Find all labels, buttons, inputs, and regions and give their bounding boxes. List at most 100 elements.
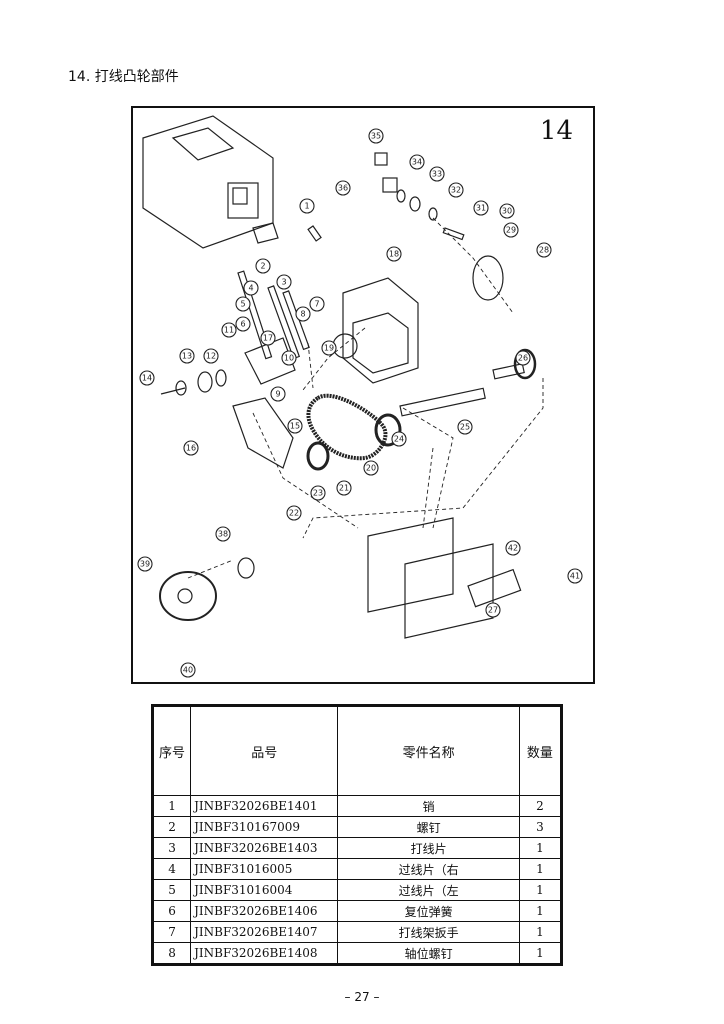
svg-text:7: 7 [314, 300, 319, 309]
header-code: 品号 [190, 705, 339, 796]
table-row: 2 JINBF310167009 螺钉 3 [151, 816, 563, 838]
table-row: 3 JINBF32026BE1403 打线片 1 [151, 837, 563, 859]
svg-text:17: 17 [263, 334, 273, 343]
callout-28: 28 [536, 242, 552, 258]
table-header-row: 序号 品号 零件名称 数量 [151, 705, 563, 796]
cell-qty: 1 [518, 942, 563, 965]
svg-text:12: 12 [206, 352, 216, 361]
cam-box [342, 277, 419, 384]
drive-shaft [399, 387, 486, 417]
cell-code: JINBF32026BE1403 [190, 837, 339, 859]
callout-17: 17 [260, 330, 276, 346]
cell-qty: 1 [518, 879, 563, 901]
callout-9: 9 [270, 386, 286, 402]
cell-name: 轴位螺钉 [337, 942, 520, 965]
svg-text:28: 28 [539, 246, 549, 255]
cell-qty: 3 [518, 816, 563, 838]
cell-code: JINBF31016004 [190, 879, 339, 901]
table-row: 8 JINBF32026BE1408 轴位螺钉 1 [151, 942, 563, 965]
svg-text:39: 39 [140, 560, 150, 569]
callout-5: 5 [235, 296, 251, 312]
svg-text:31: 31 [476, 204, 486, 213]
svg-text:23: 23 [313, 489, 323, 498]
svg-text:24: 24 [394, 435, 404, 444]
cell-seq: 3 [151, 837, 192, 859]
callout-13: 13 [179, 348, 195, 364]
table-row: 7 JINBF32026BE1407 打线架扳手 1 [151, 921, 563, 943]
callout-27: 27 [485, 602, 501, 618]
cell-code: JINBF310167009 [190, 816, 339, 838]
page-number: – 27 – [344, 990, 380, 1004]
bracket-plate-back [367, 517, 454, 613]
callout-30: 30 [499, 203, 515, 219]
callout-21: 21 [336, 480, 352, 496]
callout-40: 40 [180, 662, 196, 678]
callout-29: 29 [503, 222, 519, 238]
svg-text:35: 35 [371, 132, 381, 141]
svg-text:26: 26 [518, 354, 528, 363]
cell-name: 打线架扳手 [337, 921, 520, 943]
callout-15: 15 [287, 418, 303, 434]
svg-text:14: 14 [142, 374, 152, 383]
svg-text:32: 32 [451, 186, 461, 195]
cell-seq: 4 [151, 858, 192, 880]
svg-text:30: 30 [502, 207, 512, 216]
svg-text:36: 36 [338, 184, 348, 193]
svg-text:22: 22 [289, 509, 299, 518]
cell-code: JINBF32026BE1407 [190, 921, 339, 943]
svg-text:11: 11 [224, 326, 234, 335]
svg-text:34: 34 [412, 158, 422, 167]
svg-text:20: 20 [366, 464, 376, 473]
callout-18: 18 [386, 246, 402, 262]
small-gear [306, 441, 330, 471]
callout-8: 8 [295, 306, 311, 322]
cell-name: 过线片（左 [337, 879, 520, 901]
callout-34: 34 [409, 154, 425, 170]
callout-14: 14 [139, 370, 155, 386]
cell-seq: 8 [151, 942, 192, 965]
callout-24: 24 [391, 431, 407, 447]
svg-text:1: 1 [304, 202, 309, 211]
cell-seq: 6 [151, 900, 192, 922]
timing-belt [306, 393, 388, 461]
svg-text:33: 33 [432, 170, 442, 179]
callout-39: 39 [137, 556, 153, 572]
callout-11: 11 [221, 322, 237, 338]
cell-qty: 1 [518, 921, 563, 943]
cell-name: 螺钉 [337, 816, 520, 838]
callout-4: 4 [243, 280, 259, 296]
cell-qty: 1 [518, 858, 563, 880]
callout-31: 31 [473, 200, 489, 216]
svg-text:4: 4 [248, 284, 253, 293]
svg-text:5: 5 [240, 300, 245, 309]
callout-20: 20 [363, 460, 379, 476]
cell-qty: 1 [518, 837, 563, 859]
cell-code: JINBF32026BE1406 [190, 900, 339, 922]
header-seq: 序号 [151, 705, 192, 796]
table-row: 4 JINBF31016005 过线片（右 1 [151, 858, 563, 880]
svg-text:8: 8 [300, 310, 305, 319]
callout-12: 12 [203, 348, 219, 364]
callout-2: 2 [255, 258, 271, 274]
pulley [513, 348, 537, 380]
callout-19: 19 [321, 340, 337, 356]
cell-qty: 1 [518, 900, 563, 922]
header-name: 零件名称 [337, 705, 520, 796]
callout-22: 22 [286, 505, 302, 521]
svg-text:21: 21 [339, 484, 349, 493]
callout-25: 25 [457, 419, 473, 435]
svg-text:41: 41 [570, 572, 580, 581]
callout-35: 35 [368, 128, 384, 144]
section-title: 14. 打线凸轮部件 [68, 69, 179, 85]
cell-name: 销 [337, 795, 520, 817]
cell-seq: 1 [151, 795, 192, 817]
callout-3: 3 [276, 274, 292, 290]
svg-text:18: 18 [389, 250, 399, 259]
table-row: 5 JINBF31016004 过线片（左 1 [151, 879, 563, 901]
callout-36: 36 [335, 180, 351, 196]
cell-name: 过线片（右 [337, 858, 520, 880]
svg-text:13: 13 [182, 352, 192, 361]
svg-text:29: 29 [506, 226, 516, 235]
cell-name: 打线片 [337, 837, 520, 859]
